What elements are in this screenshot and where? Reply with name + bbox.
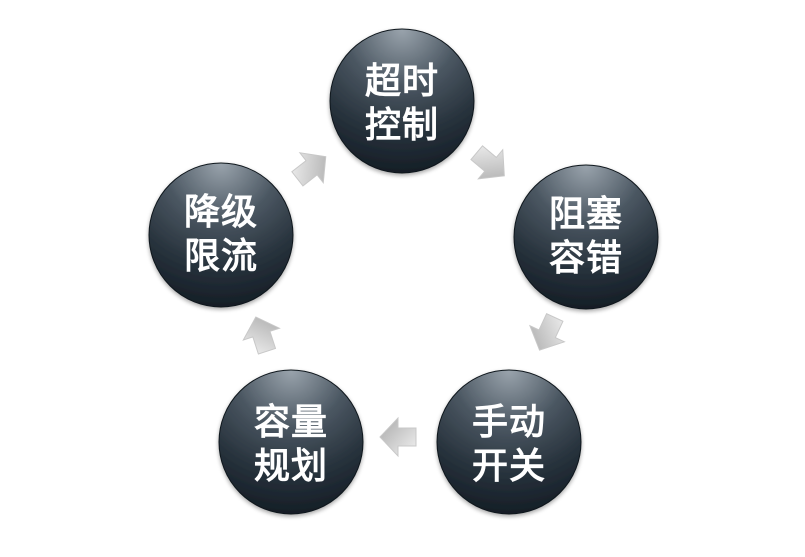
node-label-line2: 控制 bbox=[365, 105, 439, 146]
node-block-tolerance: 阻塞 容错 bbox=[513, 164, 659, 310]
node-label-line1: 容量 bbox=[254, 402, 328, 443]
node-label-line1: 阻塞 bbox=[549, 194, 623, 235]
arrow-icon bbox=[291, 152, 327, 187]
arrow-icon bbox=[379, 416, 417, 458]
node-label-line2: 容错 bbox=[549, 238, 623, 279]
node-label-line2: 规划 bbox=[254, 446, 328, 487]
node-timeout-control: 超时 控制 bbox=[329, 28, 475, 174]
node-label-line2: 开关 bbox=[472, 446, 546, 487]
node-label-line2: 限流 bbox=[184, 236, 258, 277]
arrow-icon bbox=[529, 313, 566, 351]
node-label-line1: 手动 bbox=[472, 402, 546, 443]
flow-arrows bbox=[242, 145, 566, 458]
node-label-line1: 降级 bbox=[184, 192, 258, 233]
node-label-line1: 超时 bbox=[365, 61, 439, 102]
arrow-icon bbox=[242, 316, 281, 355]
node-degrade-ratelimit: 降级 限流 bbox=[148, 162, 294, 308]
node-capacity-planning: 容量 规划 bbox=[218, 369, 364, 515]
arrow-icon bbox=[470, 145, 505, 180]
node-manual-switch: 手动 开关 bbox=[436, 369, 582, 515]
